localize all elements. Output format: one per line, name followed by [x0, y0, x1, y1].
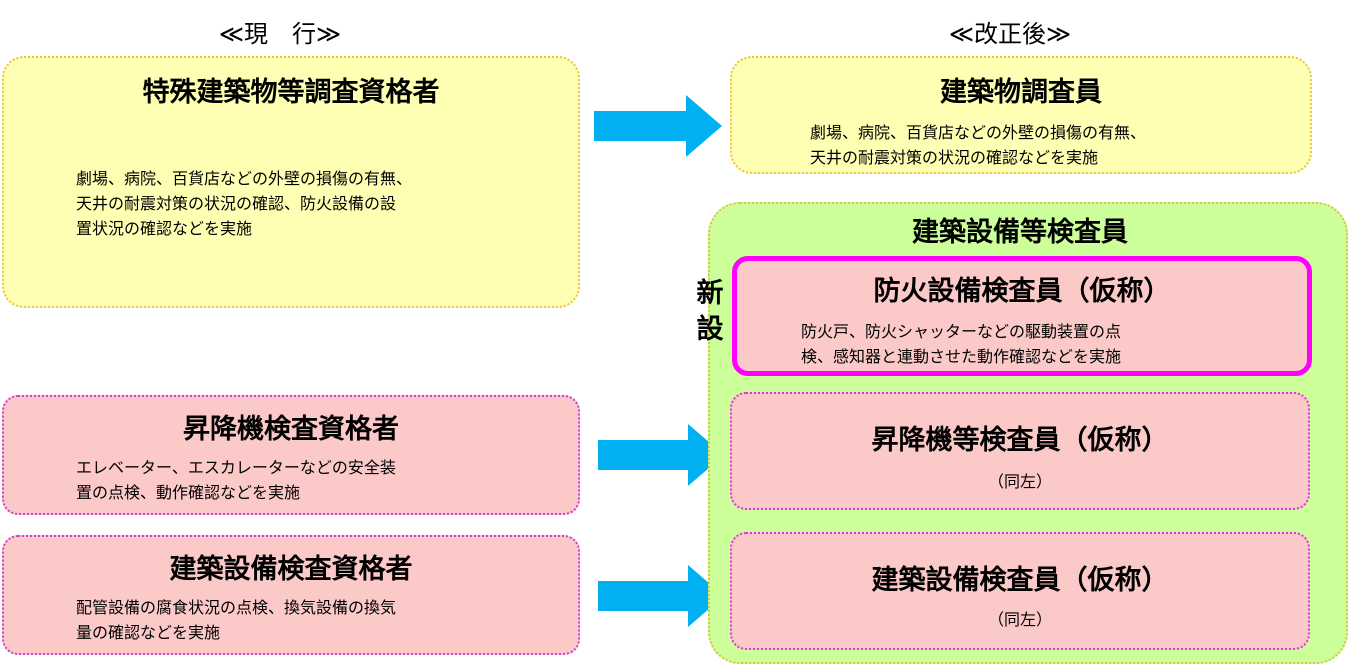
- special-building-title: 特殊建築物等調査資格者: [142, 77, 440, 108]
- building-inspector-desc: 劇場、病院、百貨店などの外壁の損傷の有無、 天井の耐震対策の状況の確認などを実施: [810, 123, 1147, 167]
- arrow-right-icon: [598, 424, 724, 486]
- elevator-qualifier-title: 昇降機検査資格者: [183, 414, 399, 445]
- special-building-box: 特殊建築物等調査資格者 劇場、病院、百貨店などの外壁の損傷の有無、 天井の耐震対…: [2, 56, 580, 308]
- equipment-qualifier-title: 建築設備検査資格者: [169, 554, 413, 585]
- equipment-inspector-title: 建築設備検査員（仮称）: [871, 565, 1169, 596]
- revised-column-header: ≪改正後≫: [948, 20, 1072, 48]
- elevator-qualifier-desc: エレベーター、エスカレーターなどの安全装 置の点検、動作確認などを実施: [76, 458, 396, 502]
- elevator-inspector-box: 昇降機等検査員（仮称） （同左）: [730, 392, 1310, 510]
- fire-inspector-title: 防火設備検査員（仮称）: [873, 276, 1171, 307]
- building-inspector-box: 建築物調査員 劇場、病院、百貨店などの外壁の損傷の有無、 天井の耐震対策の状況の…: [730, 56, 1312, 174]
- elevator-inspector-note: （同左）: [987, 472, 1052, 491]
- equipment-inspector-group-title: 建築設備等検査員: [912, 217, 1128, 248]
- arrow-right-icon: [594, 95, 722, 157]
- arrow-right-icon: [598, 565, 724, 627]
- equipment-inspector-note: （同左）: [987, 610, 1052, 629]
- building-inspector-title: 建築物調査員: [940, 77, 1102, 108]
- fire-inspector-box: 防火設備検査員（仮称） 防火戸、防火シャッターなどの駆動装置の点 検、感知器と連…: [732, 256, 1312, 376]
- elevator-qualifier-box: 昇降機検査資格者 エレベーター、エスカレーターなどの安全装 置の点検、動作確認な…: [2, 395, 580, 515]
- equipment-qualifier-desc: 配管設備の腐食状況の点検、換気設備の換気 量の確認などを実施: [76, 598, 397, 642]
- elevator-inspector-title: 昇降機等検査員（仮称）: [871, 425, 1169, 456]
- equipment-inspector-box: 建築設備検査員（仮称） （同左）: [730, 532, 1310, 650]
- fire-inspector-desc: 防火戸、防火シャッターなどの駆動装置の点 検、感知器と連動させた動作確認などを実…: [801, 322, 1122, 366]
- new-label: 新 設: [696, 278, 724, 345]
- equipment-qualifier-box: 建築設備検査資格者 配管設備の腐食状況の点検、換気設備の換気 量の確認などを実施: [2, 535, 580, 655]
- current-column-header: ≪現 行≫: [218, 20, 342, 48]
- special-building-desc: 劇場、病院、百貨店などの外壁の損傷の有無、 天井の耐震対策の状況の確認、防火設備…: [76, 169, 413, 238]
